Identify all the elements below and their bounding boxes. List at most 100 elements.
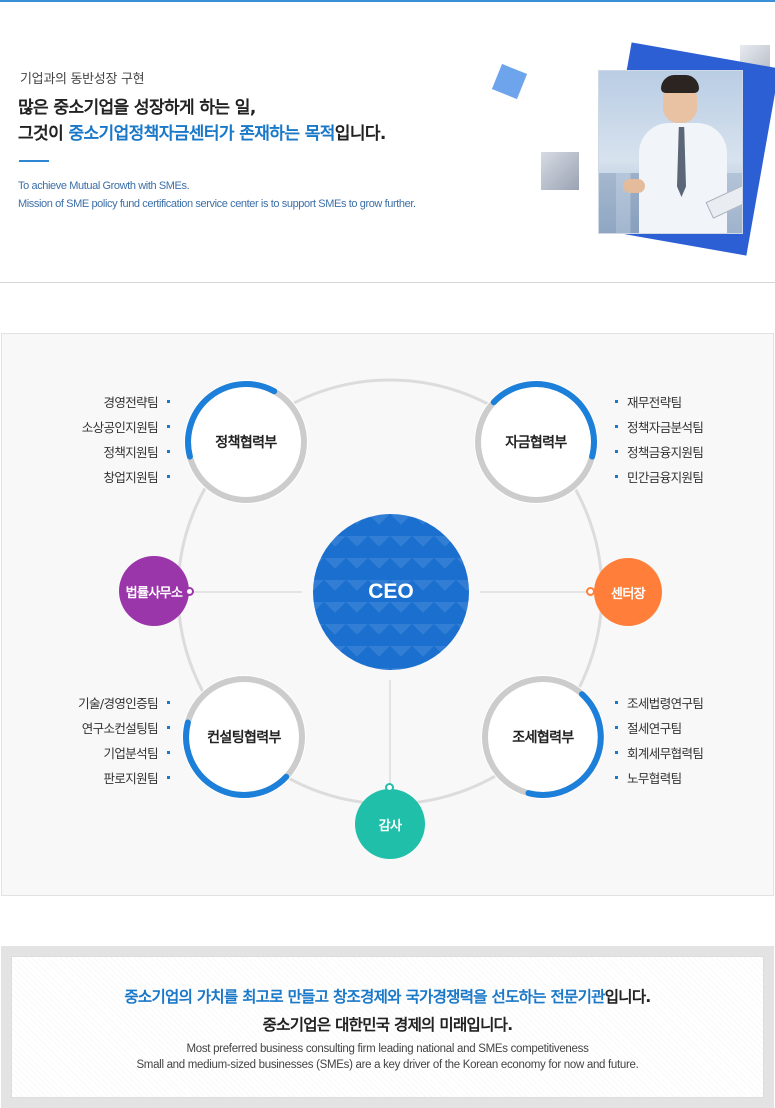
team-item: 소상공인지원팀 — [32, 414, 170, 439]
team-item: 정책금융지원팀 — [615, 439, 765, 464]
bullet-icon — [167, 400, 170, 403]
ceo-node: CEO — [313, 514, 469, 670]
vision-highlight: 중소기업의 가치를 최고로 만들고 창조경제와 국가경쟁력을 선도하는 전문기관 — [124, 988, 605, 1006]
bullet-icon — [615, 425, 618, 428]
bullet-icon — [167, 726, 170, 729]
dept-fund-name: 자금협력부 — [505, 435, 567, 451]
dept-policy-ring — [185, 381, 307, 503]
team-item: 재무전략팀 — [615, 389, 765, 414]
vision-english-1: Most preferred business consulting firm … — [186, 1043, 589, 1055]
audit-connector-dot — [385, 783, 394, 792]
bullet-icon — [615, 726, 618, 729]
team-label: 민간금융지원팀 — [627, 470, 704, 485]
team-item: 기업분석팀 — [22, 740, 170, 765]
intro-subtitle: 기업과의 동반성장 구현 — [20, 72, 145, 87]
bullet-icon — [615, 701, 618, 704]
intro-english-1: To achieve Mutual Growth with SMEs. — [18, 180, 190, 192]
legal-office-node: 법률사무소 — [119, 556, 189, 626]
bullet-icon — [167, 425, 170, 428]
tax-team-list: 조세법령연구팀 절세연구팀 회계세무협력팀 노무협력팀 — [615, 690, 765, 790]
team-item: 창업지원팀 — [32, 464, 170, 489]
policy-team-list: 경영전략팀 소상공인지원팀 정책지원팀 창업지원팀 — [32, 389, 170, 489]
team-item: 연구소컨설팅팀 — [22, 715, 170, 740]
director-node: 센터장 — [594, 558, 662, 626]
top-accent-rule — [0, 0, 775, 2]
team-item: 민간금융지원팀 — [615, 464, 765, 489]
bullet-icon — [167, 751, 170, 754]
intro-section: 기업과의 동반성장 구현 많은 중소기업을 성장하게 하는 일, 그것이 중소기… — [0, 2, 775, 282]
intro-english-2: Mission of SME policy fund certification… — [18, 198, 416, 210]
vision-banner-inner: 중소기업의 가치를 최고로 만들고 창조경제와 국가경쟁력을 선도하는 전문기관… — [11, 956, 764, 1098]
intro-headline-2-post: 입니다. — [334, 124, 387, 144]
team-label: 정책자금분석팀 — [627, 420, 704, 435]
team-label: 경영전략팀 — [103, 395, 158, 410]
team-item: 노무협력팀 — [615, 765, 765, 790]
team-label: 조세법령연구팀 — [627, 696, 704, 711]
team-item: 정책지원팀 — [32, 439, 170, 464]
audit-label: 감사 — [378, 818, 402, 834]
dept-policy-name: 정책협력부 — [215, 435, 277, 451]
bullet-icon — [615, 751, 618, 754]
dept-tax: 조세협력부 — [481, 675, 605, 799]
bullet-icon — [167, 475, 170, 478]
bullet-icon — [167, 776, 170, 779]
bullet-icon — [615, 450, 618, 453]
bullet-icon — [615, 400, 618, 403]
photo-figure-tie — [677, 127, 686, 197]
team-item: 경영전략팀 — [32, 389, 170, 414]
vision-statement-1: 중소기업의 가치를 최고로 만들고 창조경제와 국가경쟁력을 선도하는 전문기관… — [12, 957, 763, 1007]
fund-team-list: 재무전략팀 정책자금분석팀 정책금융지원팀 민간금융지원팀 — [615, 389, 765, 489]
team-item: 판로지원팀 — [22, 765, 170, 790]
decorative-blue-square — [491, 63, 528, 100]
vision-statement-1-post: 입니다. — [604, 988, 652, 1006]
audit-node: 감사 — [355, 789, 425, 859]
director-label: 센터장 — [610, 586, 646, 602]
dept-consulting-ring — [183, 676, 305, 798]
team-item: 기술/경영인증팀 — [22, 690, 170, 715]
team-label: 절세연구팀 — [627, 721, 682, 736]
team-item: 조세법령연구팀 — [615, 690, 765, 715]
legal-connector-dot — [185, 587, 194, 596]
legal-office-label: 법률사무소 — [125, 585, 183, 601]
director-connector-dot — [586, 587, 595, 596]
team-item: 절세연구팀 — [615, 715, 765, 740]
ceo-label: CEO — [368, 580, 414, 603]
dept-tax-ring — [482, 676, 604, 798]
photo-figure-hair — [661, 75, 699, 93]
team-label: 기술/경영인증팀 — [78, 696, 159, 711]
bullet-icon — [167, 450, 170, 453]
team-label: 창업지원팀 — [103, 470, 158, 485]
bullet-icon — [167, 701, 170, 704]
vision-statement-2: 중소기업은 대한민국 경제의 미래입니다. — [262, 1016, 514, 1034]
vision-english-2: Small and medium-sized businesses (SMEs)… — [136, 1059, 639, 1071]
dept-policy: 정책협력부 — [184, 380, 308, 504]
team-item: 정책자금분석팀 — [615, 414, 765, 439]
section-divider — [0, 282, 775, 283]
team-label: 판로지원팀 — [103, 771, 158, 786]
team-label: 기업분석팀 — [103, 746, 158, 761]
dept-fund: 자금협력부 — [474, 380, 598, 504]
dept-consulting: 컨설팅협력부 — [182, 675, 306, 799]
businessman-photo — [598, 70, 743, 234]
decorative-grey-square — [541, 152, 579, 190]
consulting-team-list: 기술/경영인증팀 연구소컨설팅팀 기업분석팀 판로지원팀 — [22, 690, 170, 790]
team-label: 재무전략팀 — [627, 395, 682, 410]
team-label: 정책금융지원팀 — [627, 445, 704, 460]
team-label: 정책지원팀 — [103, 445, 158, 460]
intro-accent-bar — [19, 160, 49, 162]
intro-headline-highlight: 중소기업정책자금센터가 존재하는 목적 — [68, 124, 335, 144]
vision-banner: 중소기업의 가치를 최고로 만들고 창조경제와 국가경쟁력을 선도하는 전문기관… — [1, 946, 774, 1108]
team-label: 노무협력팀 — [627, 771, 682, 786]
team-item: 회계세무협력팀 — [615, 740, 765, 765]
dept-consulting-name: 컨설팅협력부 — [207, 730, 281, 746]
intro-headline-1: 많은 중소기업을 성장하게 하는 일, — [18, 98, 256, 118]
dept-fund-ring — [475, 381, 597, 503]
dept-tax-name: 조세협력부 — [512, 730, 574, 746]
photo-figure-hand — [623, 179, 645, 193]
team-label: 연구소컨설팅팀 — [81, 721, 159, 736]
team-label: 소상공인지원팀 — [81, 420, 159, 435]
org-chart: CEO 정책협력부 경영전략팀 소상공인지원팀 정책지원팀 창업지원팀 자금협력… — [1, 333, 774, 896]
bullet-icon — [615, 475, 618, 478]
team-label: 회계세무협력팀 — [627, 746, 704, 761]
bullet-icon — [615, 776, 618, 779]
